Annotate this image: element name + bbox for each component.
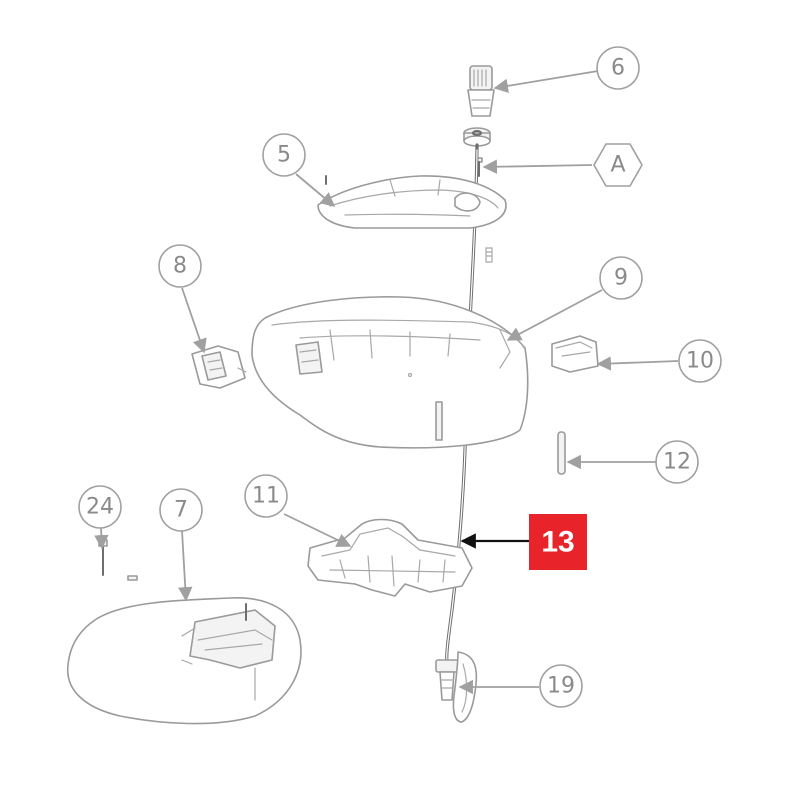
callout-5: 5 (262, 133, 306, 177)
cable-grommet (463, 127, 491, 147)
callout-9-label: 9 (614, 266, 628, 291)
part-10-side-cap (551, 335, 599, 373)
callout-11-label: 11 (252, 484, 280, 509)
callout-10: 10 (678, 339, 722, 383)
callout-5-label: 5 (277, 143, 291, 168)
part-24-screws (98, 539, 138, 581)
callout-a: A (593, 143, 643, 187)
callout-7: 7 (159, 488, 203, 532)
callout-6: 6 (596, 46, 640, 90)
part-13-cable (445, 143, 479, 664)
callout-10-label: 10 (686, 349, 714, 374)
part-6-connector (467, 65, 495, 117)
callout-19: 19 (539, 664, 583, 708)
part-12-pin (557, 431, 566, 475)
callout-a-label: A (610, 153, 625, 178)
part-9-housing (251, 296, 529, 449)
part-11-frame (307, 518, 473, 597)
part-8-side-button (191, 345, 247, 389)
callout-11: 11 (244, 474, 288, 518)
small-clip (485, 247, 493, 263)
callout-19-label: 19 (547, 674, 575, 699)
callout-24: 24 (78, 485, 122, 529)
leader-lines (94, 70, 679, 695)
callout-24-label: 24 (86, 495, 114, 520)
callout-8: 8 (158, 244, 202, 288)
callout-8-label: 8 (173, 254, 187, 279)
highlight-label: 13 (541, 526, 574, 559)
part-5-top-lid (317, 175, 507, 229)
callout-9: 9 (599, 256, 643, 300)
callout-7-label: 7 (174, 498, 188, 523)
part-7-base-plate (66, 597, 302, 725)
callout-12-label: 12 (663, 450, 691, 475)
highlight-box (529, 514, 587, 570)
callout-12: 12 (655, 440, 699, 484)
highlight-callout-13: 13 (460, 514, 587, 570)
callout-6-label: 6 (611, 56, 625, 81)
